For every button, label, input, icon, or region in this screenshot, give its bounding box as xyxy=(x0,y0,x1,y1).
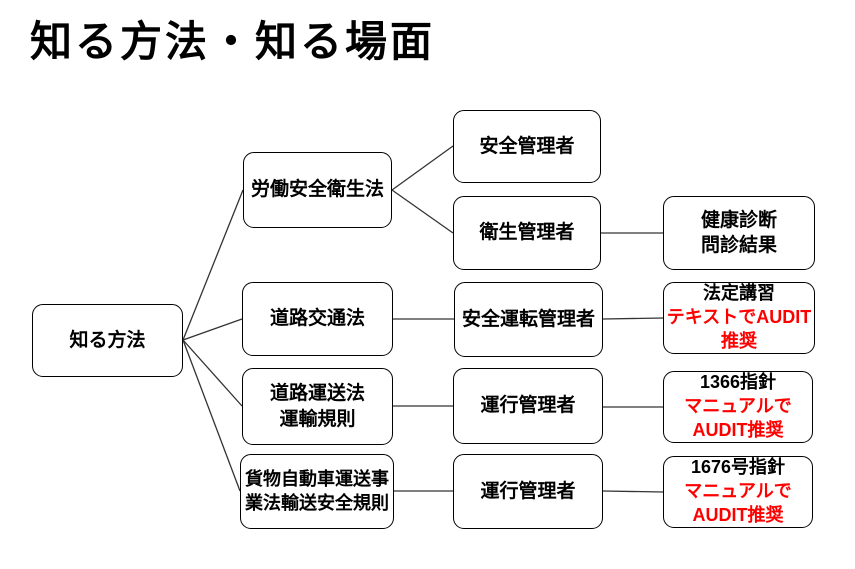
node-label-emphasis: AUDIT推奨 xyxy=(692,504,784,525)
node-rodo-anzen-eisei-ho: 労働安全衛生法 xyxy=(243,152,392,228)
node-doro-kotsu-ho: 道路交通法 xyxy=(242,282,393,356)
node-label: 業法輸送安全規則 xyxy=(245,492,389,513)
node-anzen-kanrisha: 安全管理者 xyxy=(453,110,601,183)
node-label-emphasis: 推奨 xyxy=(721,330,757,351)
connector-root-to-doro-unso xyxy=(182,339,243,407)
node-label: 運輸規則 xyxy=(279,408,356,430)
node-label-emphasis: AUDIT推奨 xyxy=(692,419,784,440)
node-label: 運行管理者 xyxy=(480,395,576,417)
node-label: 1676号指針 xyxy=(690,457,786,478)
node-eisei-kanrisha: 衛生管理者 xyxy=(453,196,601,270)
node-1676-shishin: 1676号指針 マニュアルで AUDIT推奨 xyxy=(663,456,813,528)
node-label: 道路交通法 xyxy=(269,308,365,330)
node-shiru-hoho: 知る方法 xyxy=(32,304,183,377)
node-label: 労働安全衛生法 xyxy=(250,179,384,201)
connector-root-to-doro-kotsu xyxy=(182,318,243,341)
connector-rodo-to-eisei-kanrisha xyxy=(391,189,454,234)
node-label: 問診結果 xyxy=(700,235,777,256)
node-1366-shishin: 1366指針 マニュアルで AUDIT推奨 xyxy=(663,371,813,443)
node-unko-kanrisha-2: 運行管理者 xyxy=(453,454,603,529)
node-unko-kanrisha-1: 運行管理者 xyxy=(453,368,603,444)
node-label: 安全管理者 xyxy=(479,135,575,157)
connector-unko2-to-1676 xyxy=(602,490,664,493)
node-doro-unso-ho: 道路運送法 運輸規則 xyxy=(242,368,393,445)
connector-root-to-rodo-anzen xyxy=(182,189,244,341)
connector-root-to-kamotsu xyxy=(182,339,241,492)
node-label: 法定講習 xyxy=(703,283,775,304)
node-label: 健康診断 xyxy=(700,209,777,231)
node-label: 貨物自動車運送事 xyxy=(245,468,389,489)
node-label: 安全運転管理者 xyxy=(461,308,595,330)
connector-rodo-to-anzen-kanrisha xyxy=(391,145,454,191)
node-label: 1366指針 xyxy=(699,372,777,393)
connector-unten-to-hotei xyxy=(602,317,664,320)
node-label: 衛生管理者 xyxy=(479,222,575,244)
node-kenko-shindan: 健康診断 問診結果 xyxy=(663,196,815,270)
node-label-emphasis: マニュアルで xyxy=(684,481,792,502)
node-kamotsu-jidosha-unso: 貨物自動車運送事 業法輸送安全規則 xyxy=(240,454,394,529)
node-label-emphasis: マニュアルで xyxy=(684,396,792,417)
node-label: 知る方法 xyxy=(69,329,146,351)
node-anzen-unten-kanrisha: 安全運転管理者 xyxy=(454,282,603,357)
node-label: 道路運送法 xyxy=(269,383,365,405)
node-label-emphasis: テキストでAUDIT xyxy=(666,307,812,328)
node-label: 運行管理者 xyxy=(480,480,576,502)
page-title: 知る方法・知る場面 xyxy=(30,18,436,65)
node-hotei-koshu: 法定講習 テキストでAUDIT 推奨 xyxy=(663,282,815,354)
